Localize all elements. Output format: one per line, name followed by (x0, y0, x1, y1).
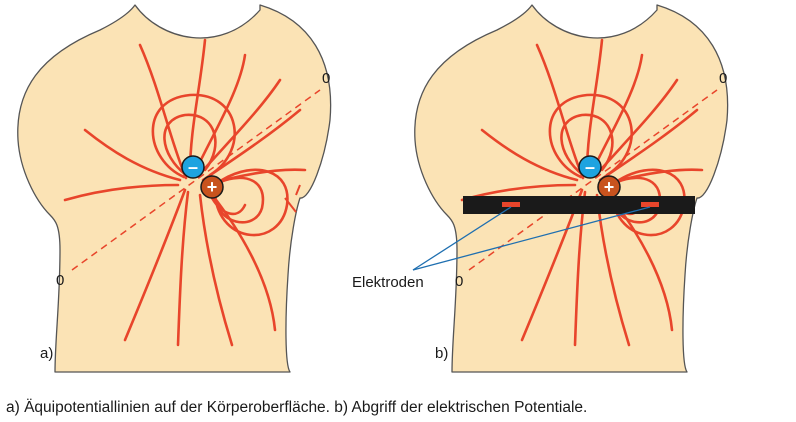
zero-label-bottom: 0 (56, 272, 64, 289)
zero-label-top: 0 (719, 70, 727, 87)
torso-outline (17, 4, 332, 373)
negative-pole: – (181, 155, 205, 179)
svg-text:–: – (585, 157, 595, 177)
svg-text:+: + (604, 177, 615, 197)
panel-b: – + 0 0 b) (412, 4, 729, 373)
panel-a: – + 0 0 a) (17, 4, 332, 373)
electrode-right (641, 202, 659, 207)
positive-pole: + (200, 175, 224, 199)
figure-caption: a) Äquipotentiallinien auf der Körperobe… (6, 399, 588, 416)
zero-label-top: 0 (322, 70, 330, 87)
negative-pole: – (578, 155, 602, 179)
panel-a-label: a) (40, 345, 53, 362)
svg-text:–: – (188, 157, 198, 177)
leader-line-left (412, 206, 512, 271)
leader-line-right (412, 206, 651, 271)
electrode-belt (463, 196, 695, 214)
positive-pole: + (597, 175, 621, 199)
svg-text:+: + (207, 177, 218, 197)
electrodes-label: Elektroden (352, 274, 424, 291)
zero-label-bottom: 0 (455, 273, 463, 290)
panel-b-label: b) (435, 345, 448, 362)
torso-outline (414, 4, 729, 373)
electrode-left (502, 202, 520, 207)
